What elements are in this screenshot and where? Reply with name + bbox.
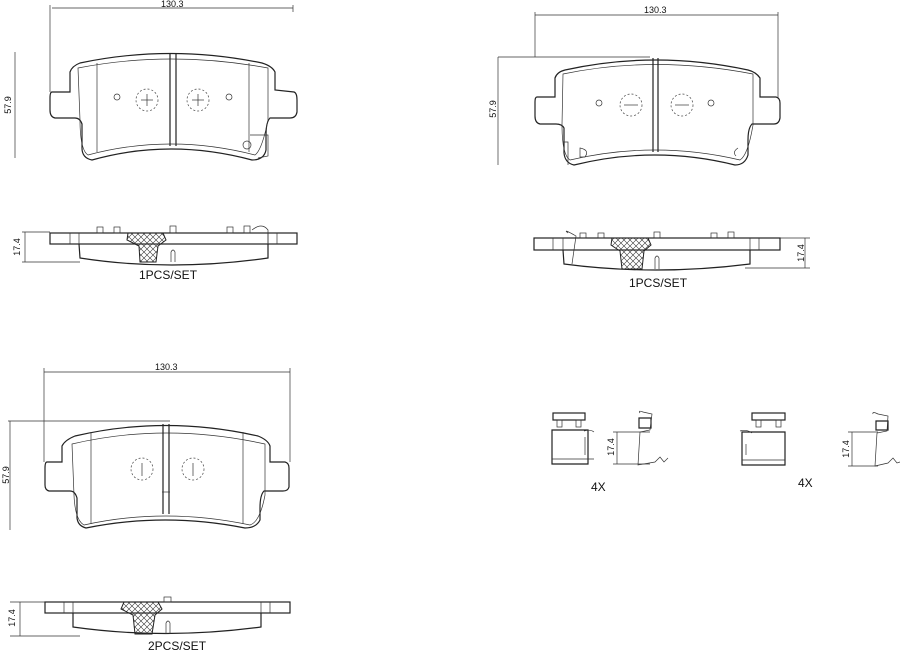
pad-3-height-dimension: 57.9 [1,466,11,484]
pad-3-width-dimension: 130.3 [155,362,178,372]
clip-1-thickness-dimension: 17.4 [606,438,616,456]
pad-2-quantity-label: 1PCS/SET [629,276,688,290]
clip-2-thickness-dimension: 17.4 [841,440,851,458]
pad-3-side-view [10,596,291,637]
pad-1-quantity-label: 1PCS/SET [139,268,198,282]
pad-1-height-dimension: 57.9 [3,96,13,114]
clip-2-quantity-label: 4X [798,476,813,490]
pad-2-side-view [533,230,810,271]
pad-2-width-dimension: 130.3 [644,5,667,15]
clip-1-drawing [551,410,669,466]
pad-2-height-dimension: 57.9 [488,100,498,118]
pad-2-thickness-dimension: 17.4 [796,244,806,262]
pad-3-thickness-dimension: 17.4 [7,609,17,627]
pad-3-front-view [8,368,291,530]
pad-1-front-view [14,5,298,161]
pad-3-quantity-label: 2PCS/SET [148,639,207,653]
clip-2-drawing [739,412,900,467]
pad-2-front-view [497,12,781,166]
clip-1-quantity-label: 4X [591,480,606,494]
pad-1-thickness-dimension: 17.4 [12,238,22,256]
pad-1-side-view [22,225,298,266]
pad-1-width-dimension: 130.3 [161,0,184,9]
